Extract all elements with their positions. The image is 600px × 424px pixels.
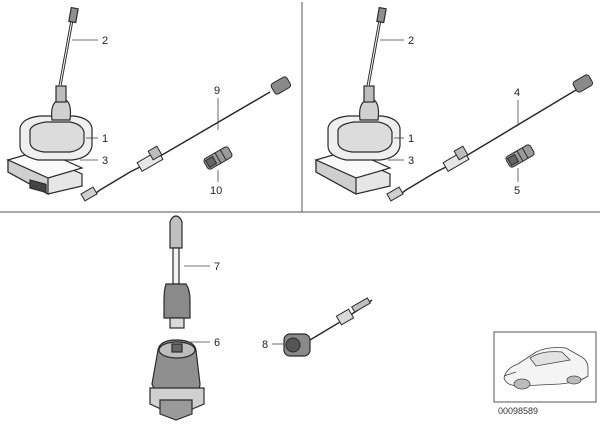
callout-3-right: 3 (408, 155, 414, 167)
callout-labels-left: 2 1 3 9 10 (102, 35, 222, 197)
car-icon (503, 347, 589, 390)
callout-8: 8 (262, 339, 268, 351)
diagram-number: 00098589 (498, 406, 538, 416)
vehicle-thumbnail (493, 331, 597, 403)
connector-part-10 (203, 146, 233, 170)
leader-lines-bottom (184, 265, 284, 345)
callout-1-right: 1 (408, 133, 414, 145)
antenna-base-part-6 (149, 339, 205, 421)
antenna-assembly-left (6, 6, 93, 196)
callout-9-left: 9 (214, 85, 220, 97)
callout-2-right: 2 (408, 35, 414, 47)
callout-labels-right: 2 1 3 4 5 (408, 35, 520, 197)
callout-7: 7 (214, 261, 220, 273)
callout-2-left: 2 (102, 35, 108, 47)
callout-6: 6 (214, 337, 220, 349)
callout-5-right: 5 (514, 185, 520, 197)
antenna-mast-part-7 (163, 215, 191, 329)
leader-lines-right (380, 39, 519, 182)
callout-3-left: 3 (102, 155, 108, 167)
antenna-cable-left (80, 76, 292, 202)
callout-1-left: 1 (102, 133, 108, 145)
antenna-assembly-right (314, 6, 401, 196)
callout-labels-bottom: 7 6 8 (214, 261, 268, 351)
antenna-cable-part-8 (283, 297, 373, 357)
panel-dividers (0, 2, 600, 213)
antenna-cable-right (386, 74, 594, 202)
leader-lines-left (72, 39, 219, 182)
callout-10-left: 10 (210, 185, 222, 197)
callout-4-right: 4 (514, 87, 520, 99)
connector-part-5 (505, 144, 535, 168)
